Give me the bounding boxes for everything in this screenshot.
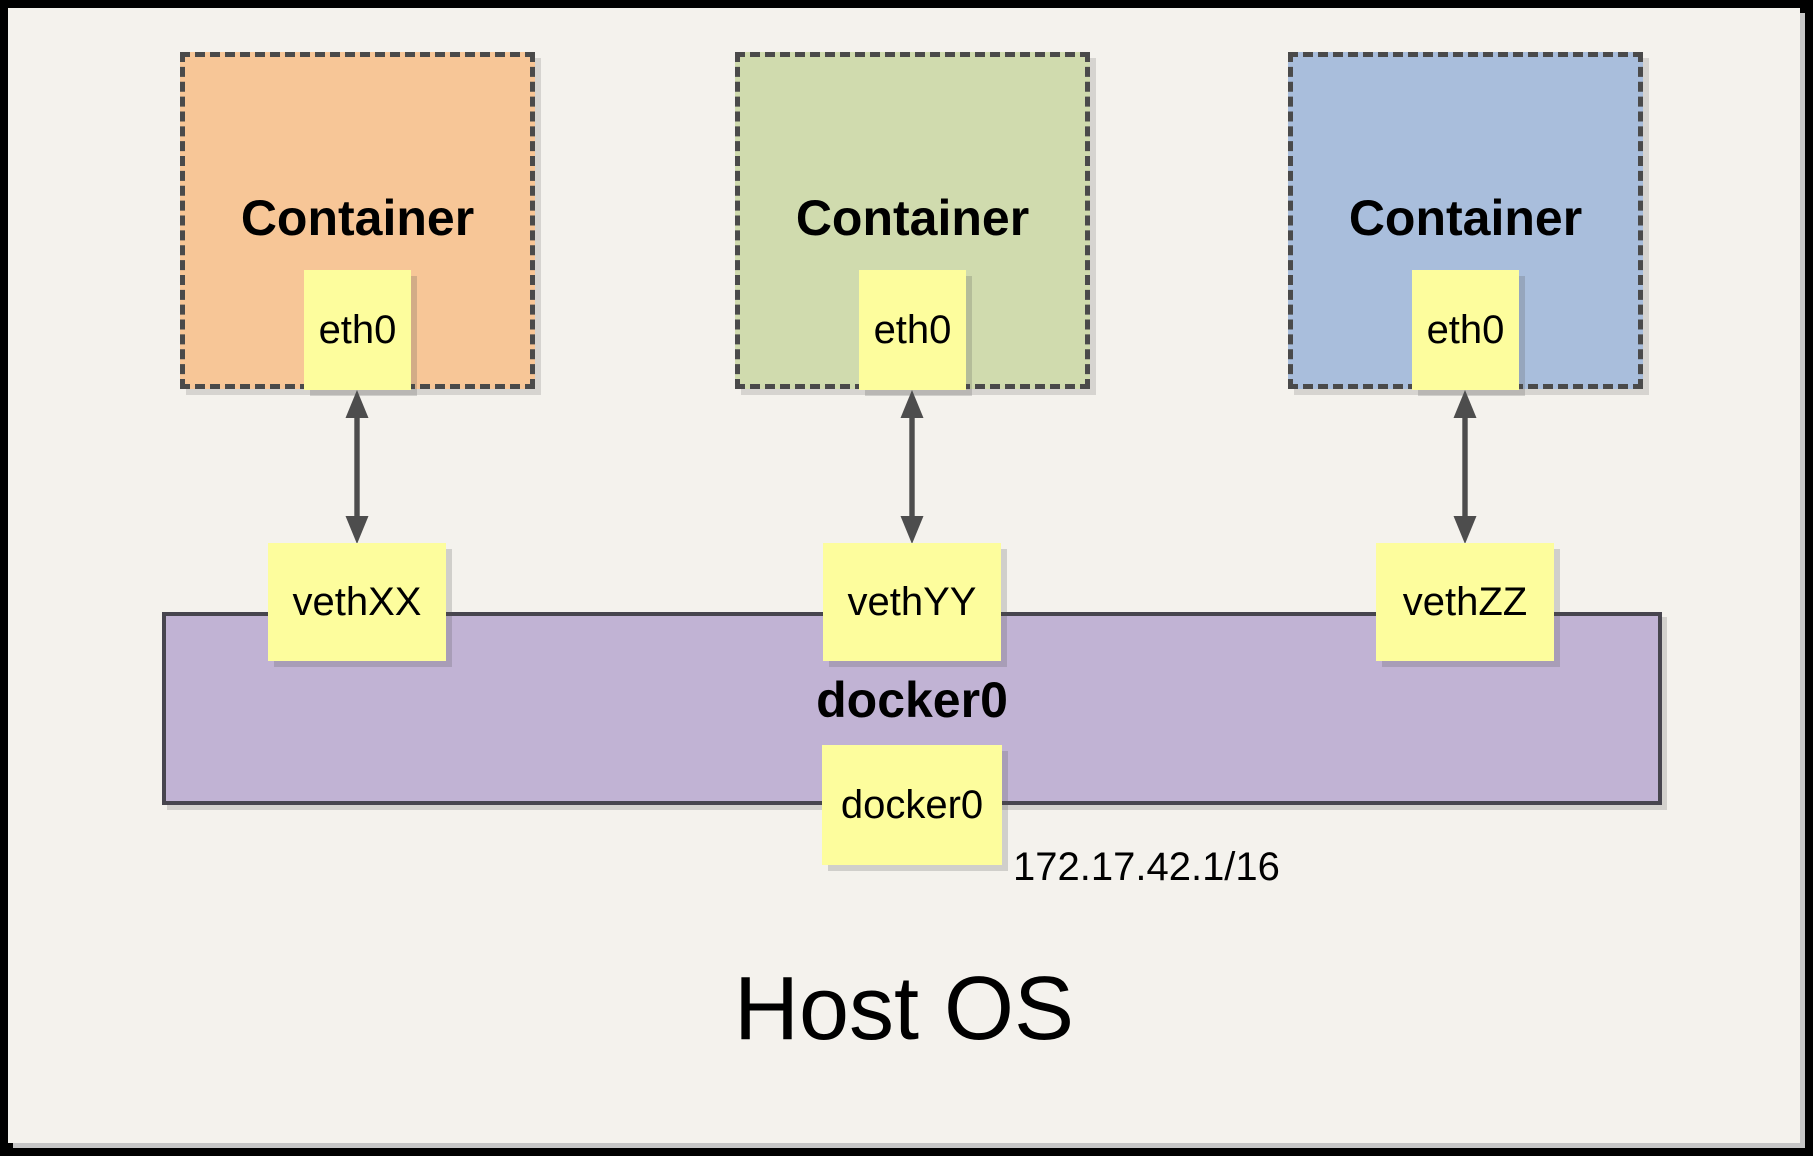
host-os-label: Host OS: [733, 959, 1075, 1059]
eth0-interface-2: eth0: [859, 270, 966, 390]
container-title-3: Container: [1348, 190, 1583, 246]
eth0-interface-3: eth0: [1412, 270, 1519, 390]
docker0-interface: docker0: [822, 745, 1002, 865]
veth-interface-2: vethYY: [823, 543, 1001, 661]
docker0-bridge-title: docker0: [816, 672, 1008, 728]
bidirectional-arrow-icon: [342, 390, 372, 544]
container-title-1: Container: [240, 190, 475, 246]
container-title-2: Container: [795, 190, 1030, 246]
bidirectional-arrow-icon: [1450, 390, 1480, 544]
bidirectional-arrow-icon: [897, 390, 927, 544]
eth0-interface-1: eth0: [304, 270, 411, 390]
host-os-area: Container Container Container eth0 eth0 …: [8, 8, 1800, 1143]
veth-interface-3: vethZZ: [1376, 543, 1554, 661]
bridge-ip-label: 172.17.42.1/16: [1013, 845, 1280, 889]
veth-interface-1: vethXX: [268, 543, 446, 661]
